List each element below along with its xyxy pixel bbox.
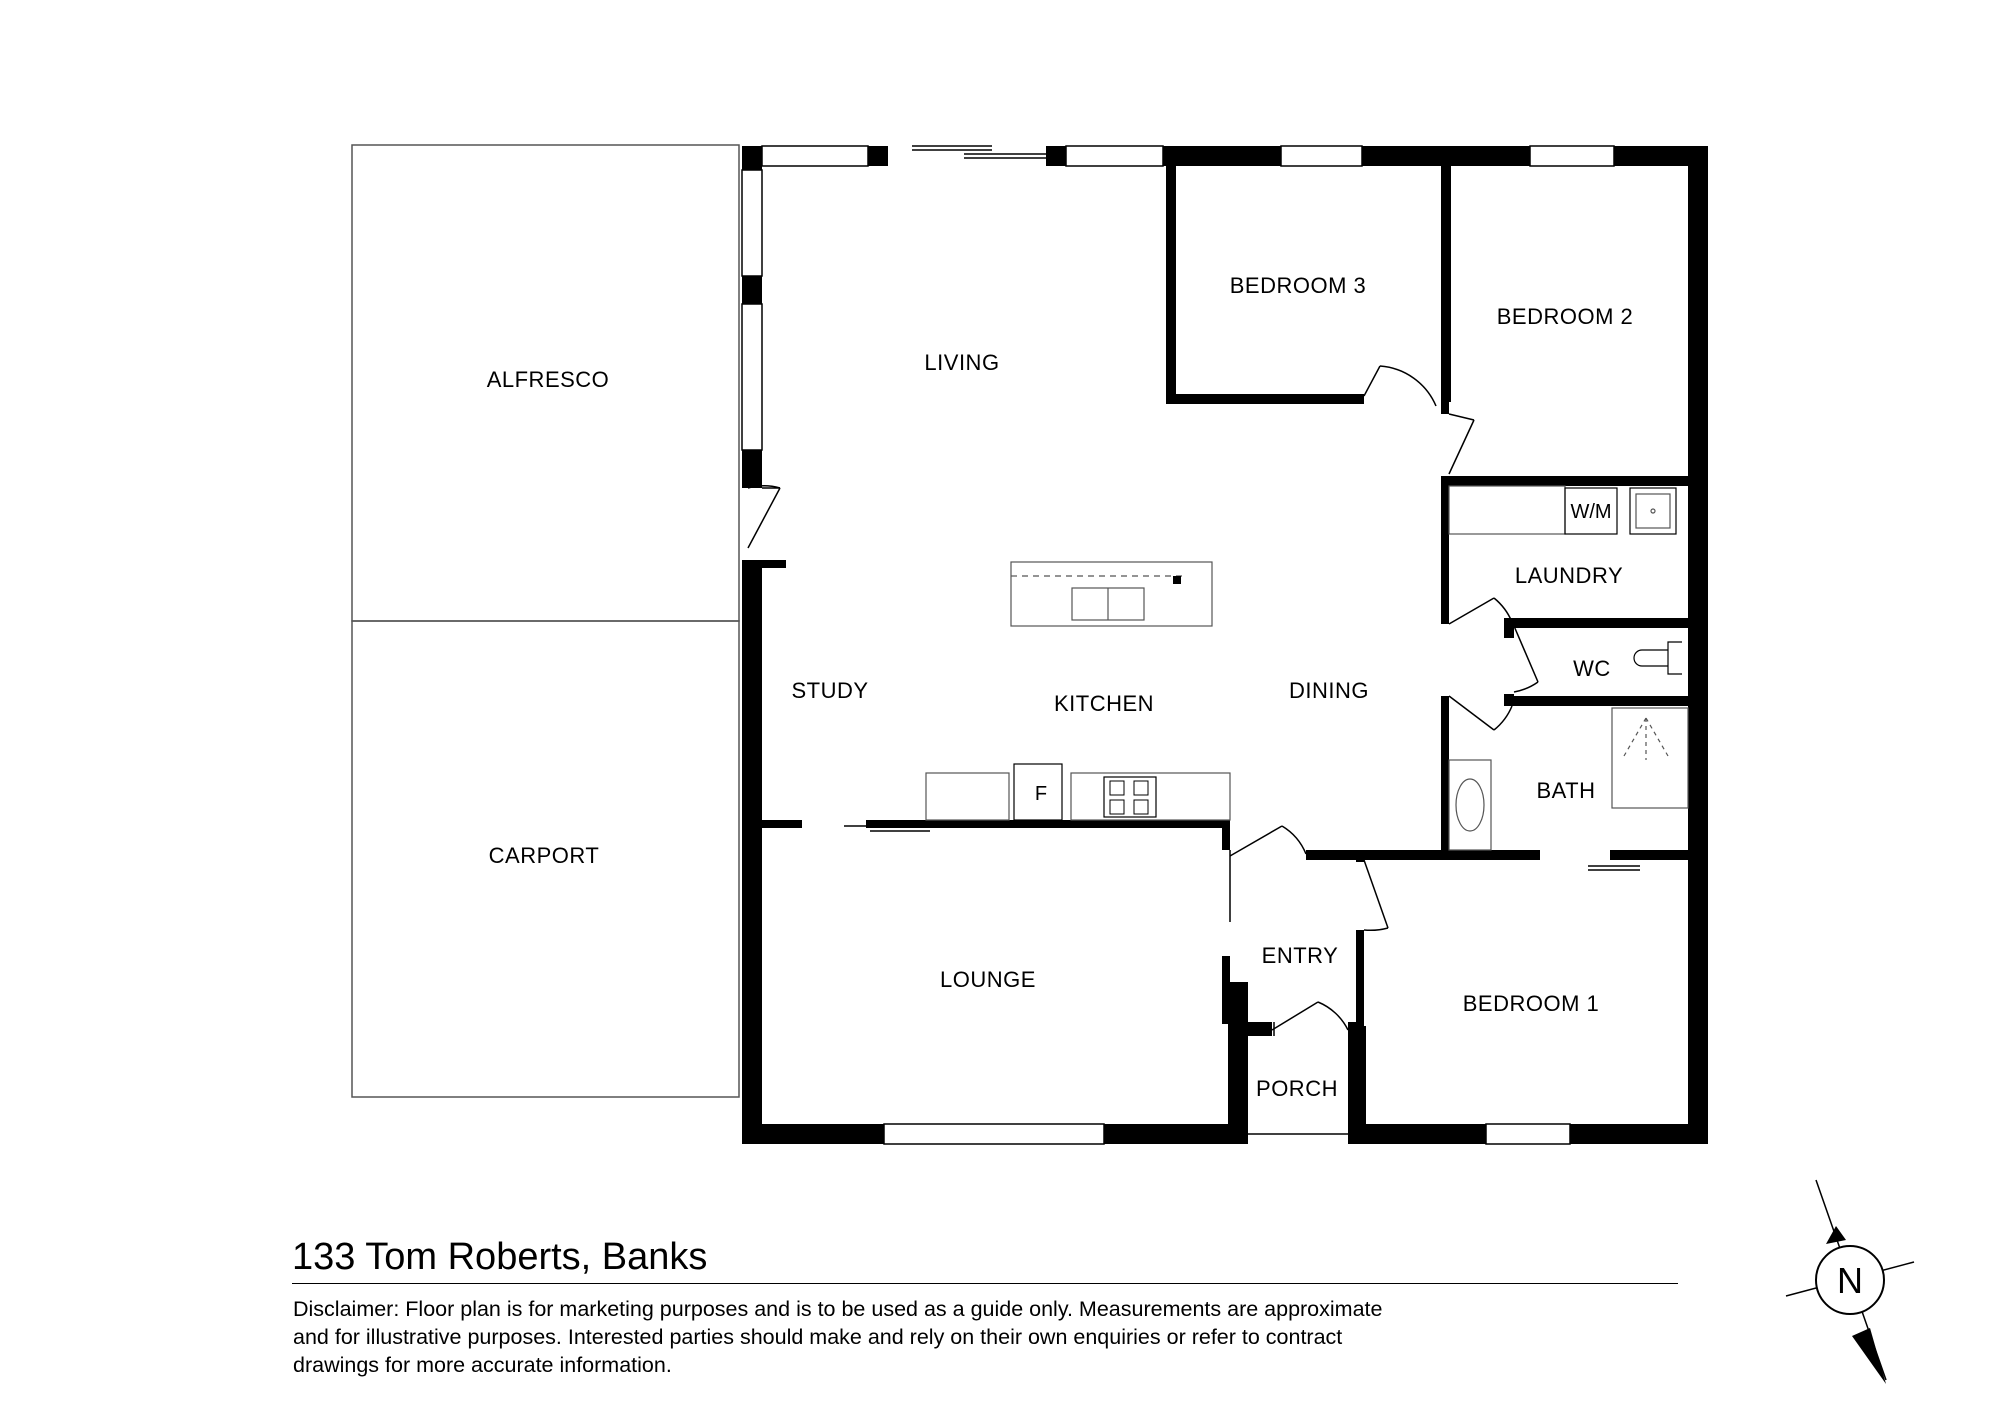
windows [741,145,1615,1145]
fridge-label: F [1035,783,1047,805]
toilet-icon [1633,641,1682,675]
swing-doors [747,365,1539,1036]
entry-label: ENTRY [1262,943,1339,968]
disclaimer-line: drawings for more accurate information. [293,1353,672,1377]
outdoor-areas [351,144,740,1098]
compass-icon: N [1785,1179,1915,1384]
title-divider [292,1283,1678,1284]
fridge-icon [1013,763,1063,821]
disclaimer-line: and for illustrative purposes. Intereste… [293,1325,1343,1349]
lounge-label: LOUNGE [940,967,1036,992]
bedroom1-label: BEDROOM 1 [1463,991,1600,1016]
laundry-label: LAUNDRY [1515,563,1623,588]
laundry-bench [1448,485,1566,535]
disclaimer: Disclaimer: Floor plan is for marketing … [293,1295,1553,1379]
kitchen-fittings [925,561,1231,821]
washing-machine-label: W/M [1570,501,1611,523]
washing-machine-icon [1564,487,1618,535]
vanity-icon [1448,759,1492,851]
kitchen-label: KITCHEN [1054,691,1154,716]
room-labels: ALFRESCO LIVING BEDROOM 3 BEDROOM 2 LAUN… [487,273,1634,1101]
wet-area-fittings [1448,485,1689,851]
exterior-walls [742,146,1708,1144]
alfresco-label: ALFRESCO [487,367,610,392]
bedroom2-label: BEDROOM 2 [1497,304,1634,329]
laundry-tub-icon [1629,487,1677,535]
sliding-doors [844,145,1640,871]
carport-label: CARPORT [489,843,600,868]
kitchen-island [1010,561,1213,627]
cooktop-icon [1103,776,1157,818]
wc-label: WC [1573,656,1611,681]
bench-left [925,772,1010,821]
compass-north-label: N [1837,1260,1863,1301]
property-address: 133 Tom Roberts, Banks [292,1236,708,1278]
porch-label: PORCH [1256,1076,1338,1101]
bedroom3-label: BEDROOM 3 [1230,273,1367,298]
shower-icon [1611,707,1689,809]
bath-label: BATH [1536,778,1595,803]
interior-walls [760,166,1689,1026]
dining-label: DINING [1289,678,1369,703]
disclaimer-line: Disclaimer: Floor plan is for marketing … [293,1297,1383,1321]
cooktop-bench [1070,772,1231,821]
study-label: STUDY [791,678,868,703]
living-label: LIVING [924,350,999,375]
